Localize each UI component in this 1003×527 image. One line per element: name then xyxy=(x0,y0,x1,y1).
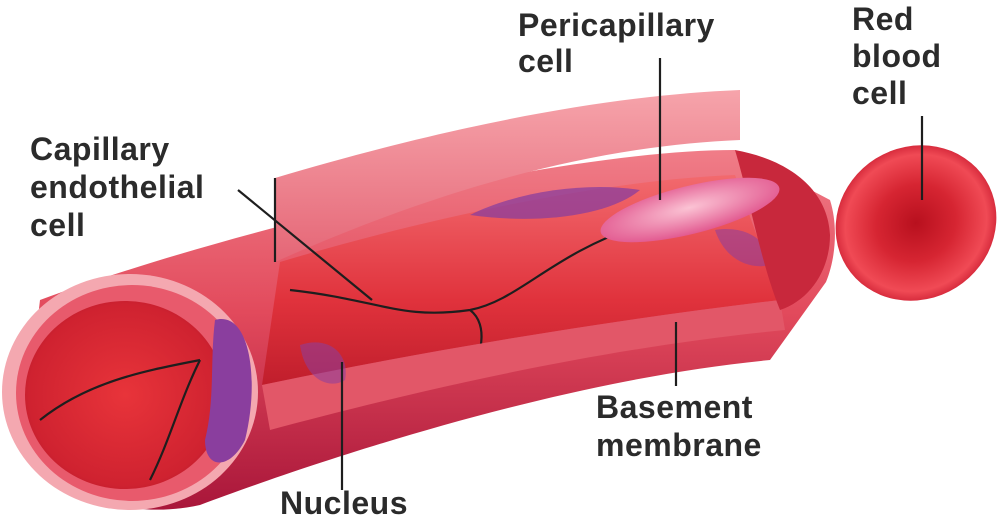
nucleus-shape-far xyxy=(470,187,640,219)
lumen-line-1 xyxy=(39,358,201,421)
nucleus-shape-right xyxy=(715,229,770,267)
label-basement-line1: Basement xyxy=(596,389,753,425)
vessel-lumen xyxy=(25,301,225,489)
label-rbc-line2: blood xyxy=(852,38,942,74)
leader-lines xyxy=(237,58,924,490)
label-endothelial-line2: endothelial xyxy=(30,169,204,205)
vessel-top-flap xyxy=(275,90,740,262)
label-nucleus-line1: Nucleus xyxy=(280,485,408,521)
label-endothelial-line1: Capillary xyxy=(30,131,170,167)
label-rbc-line1: Red xyxy=(852,1,914,37)
nucleus-shape-mid xyxy=(300,342,346,384)
red-blood-cell-shape xyxy=(835,145,997,301)
label-nucleus: Nucleus xyxy=(280,485,408,521)
pericapillary-cell-shape xyxy=(600,177,780,243)
nucleus-shape-front xyxy=(205,319,252,463)
lumen-line-2 xyxy=(149,359,201,481)
capillary-vessel xyxy=(2,90,835,510)
label-endothelial-line3: cell xyxy=(30,207,85,243)
label-basement-line2: membrane xyxy=(596,427,762,463)
label-endothelial: Capillary endothelial cell xyxy=(30,131,204,243)
label-red-blood-cell: Red blood cell xyxy=(852,1,942,111)
label-pericapillary-line2: cell xyxy=(518,43,573,79)
leader-endothelial xyxy=(237,189,373,301)
label-rbc-line3: cell xyxy=(852,75,907,111)
label-basement: Basement membrane xyxy=(596,389,762,463)
red-blood-cell xyxy=(835,145,997,301)
vessel-bottom-ledge xyxy=(262,300,785,430)
label-pericapillary-line1: Pericapillary xyxy=(518,7,715,43)
label-pericapillary: Pericapillary cell xyxy=(518,7,715,79)
